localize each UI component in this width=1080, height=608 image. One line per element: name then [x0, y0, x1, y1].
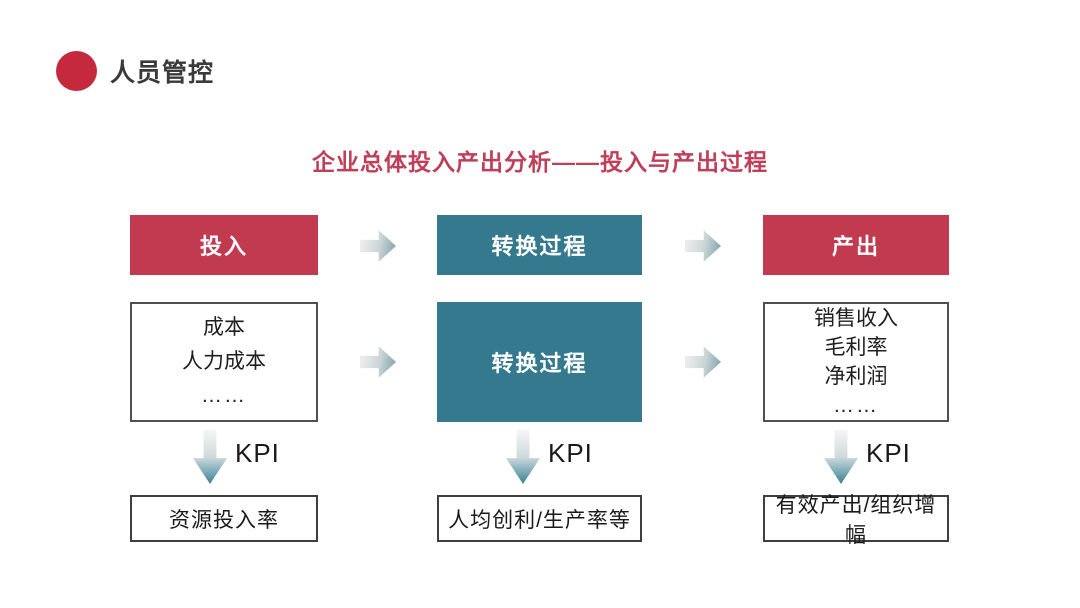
section-label: 人员管控	[110, 59, 215, 87]
right-arrow-icon	[685, 346, 721, 378]
output-detail-box: 销售收入 毛利率 净利润 ……	[763, 302, 949, 422]
process-header-box: 转换过程	[437, 215, 642, 275]
detail-line: 净利润	[824, 365, 888, 388]
kpi-label: KPI	[548, 438, 593, 468]
detail-line: 人力成本	[182, 350, 266, 373]
ellipsis-line: ……	[201, 384, 247, 407]
input-detail-box: 成本 人力成本 ……	[130, 302, 318, 422]
detail-line: 成本	[203, 316, 245, 339]
section-header: 人员管控	[56, 51, 214, 91]
detail-line: 毛利率	[824, 336, 888, 359]
down-arrow-icon	[193, 430, 227, 484]
input-header-box: 投入	[130, 215, 318, 275]
kpi-label: KPI	[235, 438, 280, 468]
kpi-label: KPI	[866, 438, 911, 468]
down-arrow-icon	[824, 430, 858, 484]
down-arrow-icon	[506, 430, 540, 484]
process-metric-box: 人均创利/生产率等	[437, 495, 642, 542]
bullet-circle-icon	[56, 51, 97, 91]
right-arrow-icon	[685, 230, 721, 262]
detail-line: 销售收入	[814, 307, 898, 330]
right-arrow-icon	[360, 230, 396, 262]
output-metric-box: 有效产出/组织增幅	[763, 494, 949, 547]
process-detail-box: 转换过程	[437, 302, 642, 422]
slide-title: 企业总体投入产出分析——投入与产出过程	[312, 149, 768, 175]
input-metric-box: 资源投入率	[130, 495, 318, 542]
right-arrow-icon	[360, 346, 396, 378]
output-header-box: 产出	[763, 215, 949, 275]
ellipsis-line: ……	[833, 394, 879, 417]
